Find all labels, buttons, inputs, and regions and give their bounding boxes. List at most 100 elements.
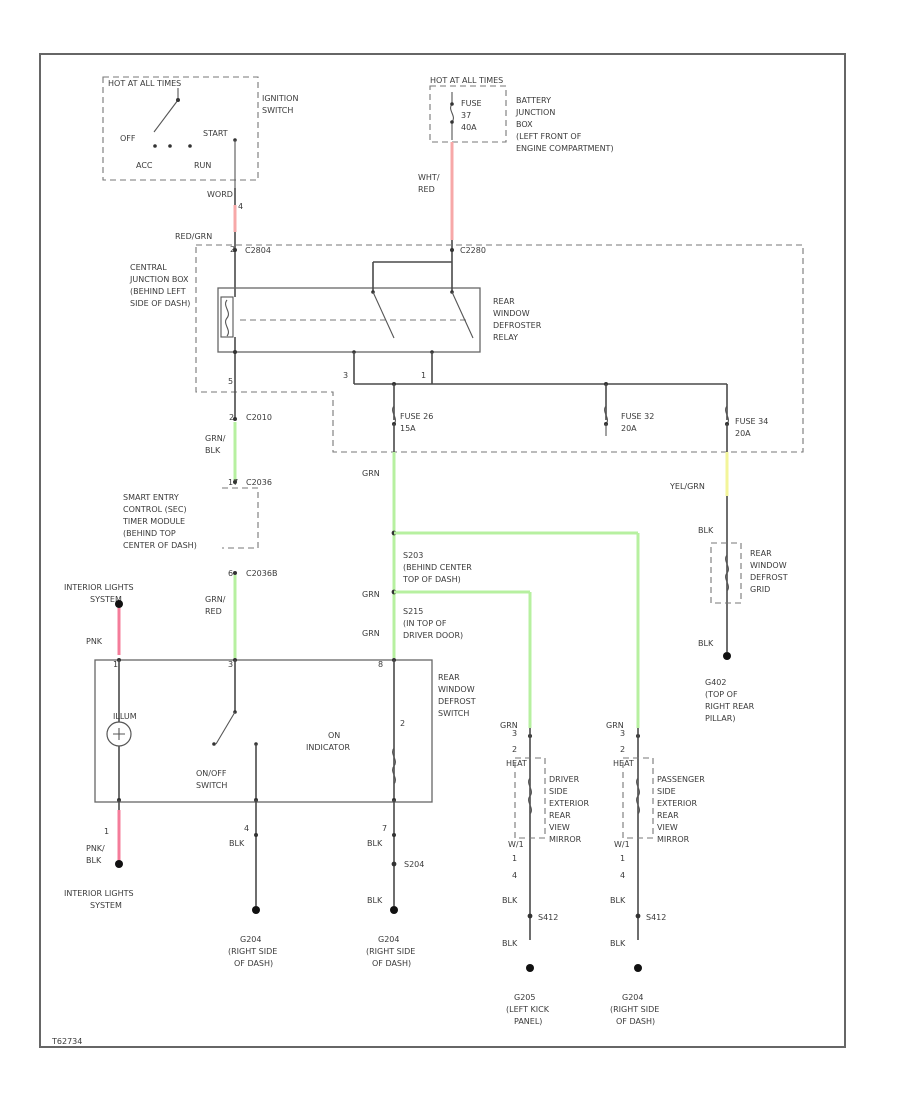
wire-label-grn-1: GRN bbox=[362, 469, 380, 478]
wire-label-blk-sw-r: BLK bbox=[367, 839, 383, 848]
g205-1: G205 bbox=[514, 993, 535, 1002]
g204a-2: (RIGHT SIDE bbox=[228, 947, 277, 956]
splice-s203-3: TOP OF DASH) bbox=[402, 575, 461, 584]
wire-label-blk-sw-mid: BLK bbox=[229, 839, 245, 848]
battery-title-4: (LEFT FRONT OF bbox=[516, 132, 582, 141]
central-junction-box: CENTRAL JUNCTION BOX (BEHIND LEFT SIDE O… bbox=[129, 244, 804, 453]
conn-c2036b: C2036B bbox=[246, 569, 277, 578]
cjb-title-1: CENTRAL bbox=[130, 263, 167, 272]
pin-cjb-l: 2 bbox=[230, 245, 235, 254]
battery-header: HOT AT ALL TIMES bbox=[430, 76, 503, 85]
pin-sw-bl: 1 bbox=[104, 827, 109, 836]
grid-title-3: DEFROST bbox=[750, 573, 788, 582]
interior-bot-1: INTERIOR LIGHTS bbox=[64, 889, 134, 898]
ignition-title-1: IGNITION bbox=[262, 94, 298, 103]
g205-2: (LEFT KICK bbox=[506, 1005, 550, 1014]
ignition-off-label: OFF bbox=[120, 134, 136, 143]
splice-s204: S204 bbox=[404, 860, 424, 869]
pin-relay3: 3 bbox=[343, 371, 348, 380]
mirror-w1-d: W/1 bbox=[508, 840, 524, 849]
sec-title-1: SMART ENTRY bbox=[123, 493, 179, 502]
splice-s215-3: DRIVER DOOR) bbox=[403, 631, 463, 640]
fuse34-a: FUSE 34 bbox=[735, 417, 768, 426]
wire-label-grn-blk-2: BLK bbox=[205, 446, 221, 455]
wire-label-pnk-blk-2: BLK bbox=[86, 856, 102, 865]
sec-title-5: CENTER OF DASH) bbox=[123, 541, 197, 550]
wire-label-wht: WHT/ bbox=[418, 173, 440, 182]
pin-sw-l: 1 bbox=[113, 660, 118, 669]
fuse26-a: FUSE 26 bbox=[400, 412, 433, 421]
g402-4: PILLAR) bbox=[705, 714, 735, 723]
fuse26-b: 15A bbox=[400, 424, 416, 433]
interior-bot-2: SYSTEM bbox=[90, 901, 122, 910]
g204b-2: (RIGHT SIDE bbox=[366, 947, 415, 956]
pin-sw-br: 7 bbox=[382, 824, 387, 833]
pin-c2010: 2 bbox=[229, 413, 234, 422]
sec-module: SMART ENTRY CONTROL (SEC) TIMER MODULE (… bbox=[122, 487, 259, 550]
wire-label-grn-drv: GRN bbox=[500, 721, 518, 730]
ignition-run-label: RUN bbox=[194, 161, 211, 170]
indicator-label-1: ON bbox=[328, 731, 340, 740]
illum-label: ILLUM bbox=[113, 712, 137, 721]
switch-title-4: SWITCH bbox=[438, 709, 469, 718]
pin-m-p4: 4 bbox=[620, 871, 625, 880]
sec-title-4: (BEHIND TOP bbox=[123, 529, 176, 538]
cjb-title-2: JUNCTION BOX bbox=[129, 275, 189, 284]
pin-m-d3: 3 bbox=[512, 729, 517, 738]
pin-m-p3: 3 bbox=[620, 729, 625, 738]
battery-fuse-1: FUSE bbox=[461, 99, 482, 108]
battery-junction-box: HOT AT ALL TIMES FUSE 37 40A BATTERY JUN… bbox=[429, 76, 614, 153]
wire-label-blk-drv-1: BLK bbox=[502, 896, 518, 905]
relay-title-3: DEFROSTER bbox=[493, 321, 542, 330]
pin-sec2: 6 bbox=[228, 569, 233, 578]
conn-c2010: C2010 bbox=[246, 413, 272, 422]
grid-title-1: REAR bbox=[750, 549, 772, 558]
mirror-heat-d: HEAT bbox=[506, 759, 527, 768]
mirror-p-1: PASSENGER bbox=[657, 775, 705, 784]
mirror-p-4: REAR bbox=[657, 811, 679, 820]
fuse34-b: 20A bbox=[735, 429, 751, 438]
switch-title-2: WINDOW bbox=[438, 685, 475, 694]
relay-title-1: REAR bbox=[493, 297, 515, 306]
rear-defrost-grid: REAR WINDOW DEFROST GRID bbox=[710, 542, 788, 604]
g204b-1: G204 bbox=[378, 935, 399, 944]
pin-sw-m: 3 bbox=[228, 660, 233, 669]
wire-label-word: WORD bbox=[207, 190, 233, 199]
grid-title-4: GRID bbox=[750, 585, 770, 594]
wire-label-grn-blk-1: GRN/ bbox=[205, 434, 226, 443]
g204c-1: G204 bbox=[622, 993, 643, 1002]
wire-label-blk-pas-1: BLK bbox=[610, 896, 626, 905]
wire-label-grn-pas: GRN bbox=[606, 721, 624, 730]
mirror-p-3: EXTERIOR bbox=[657, 799, 698, 808]
wire-label-yel: YEL/GRN bbox=[669, 482, 705, 491]
ignition-pin: 4 bbox=[238, 202, 243, 211]
switch-title-3: DEFROST bbox=[438, 697, 476, 706]
pin-relay1: 1 bbox=[421, 371, 426, 380]
splice-s215-1: S215 bbox=[403, 607, 423, 616]
conn-c2804: C2804 bbox=[245, 246, 271, 255]
mirror-p-5: VIEW bbox=[657, 823, 678, 832]
pin-p2: 2 bbox=[620, 745, 625, 754]
wire-label-blk-pas-2: BLK bbox=[610, 939, 626, 948]
wire-label-blk-sw-r2: BLK bbox=[367, 896, 383, 905]
pin-sw-r: 8 bbox=[378, 660, 383, 669]
mirror-d-2: SIDE bbox=[549, 787, 568, 796]
mirror-d-3: EXTERIOR bbox=[549, 799, 590, 808]
diagram-code: T62734 bbox=[51, 1037, 82, 1046]
pin-sw-2: 2 bbox=[400, 719, 405, 728]
ignition-switch: HOT AT ALL TIMES IGNITION SWITCH OFF STA… bbox=[102, 76, 298, 211]
ignition-start-label: START bbox=[203, 129, 228, 138]
wire-label-grn-red-1: GRN/ bbox=[205, 595, 226, 604]
cjb-title-4: SIDE OF DASH) bbox=[130, 299, 190, 308]
g204b-3: OF DASH) bbox=[372, 959, 411, 968]
cjb-title-3: (BEHIND LEFT bbox=[130, 287, 186, 296]
g205-3: PANEL) bbox=[514, 1017, 542, 1026]
mirror-w1-p: W/1 bbox=[614, 840, 630, 849]
g402-3: RIGHT REAR bbox=[705, 702, 755, 711]
passenger-mirror: GRN 2 HEAT W/1 1 PASSENGER SIDE EXTERIOR… bbox=[606, 721, 705, 1026]
g204a-1: G204 bbox=[240, 935, 261, 944]
onoff-label-2: SWITCH bbox=[196, 781, 227, 790]
ignition-title-2: SWITCH bbox=[262, 106, 293, 115]
pin-p1: 1 bbox=[620, 854, 625, 863]
wire-label-blk-grid-bot: BLK bbox=[698, 639, 714, 648]
